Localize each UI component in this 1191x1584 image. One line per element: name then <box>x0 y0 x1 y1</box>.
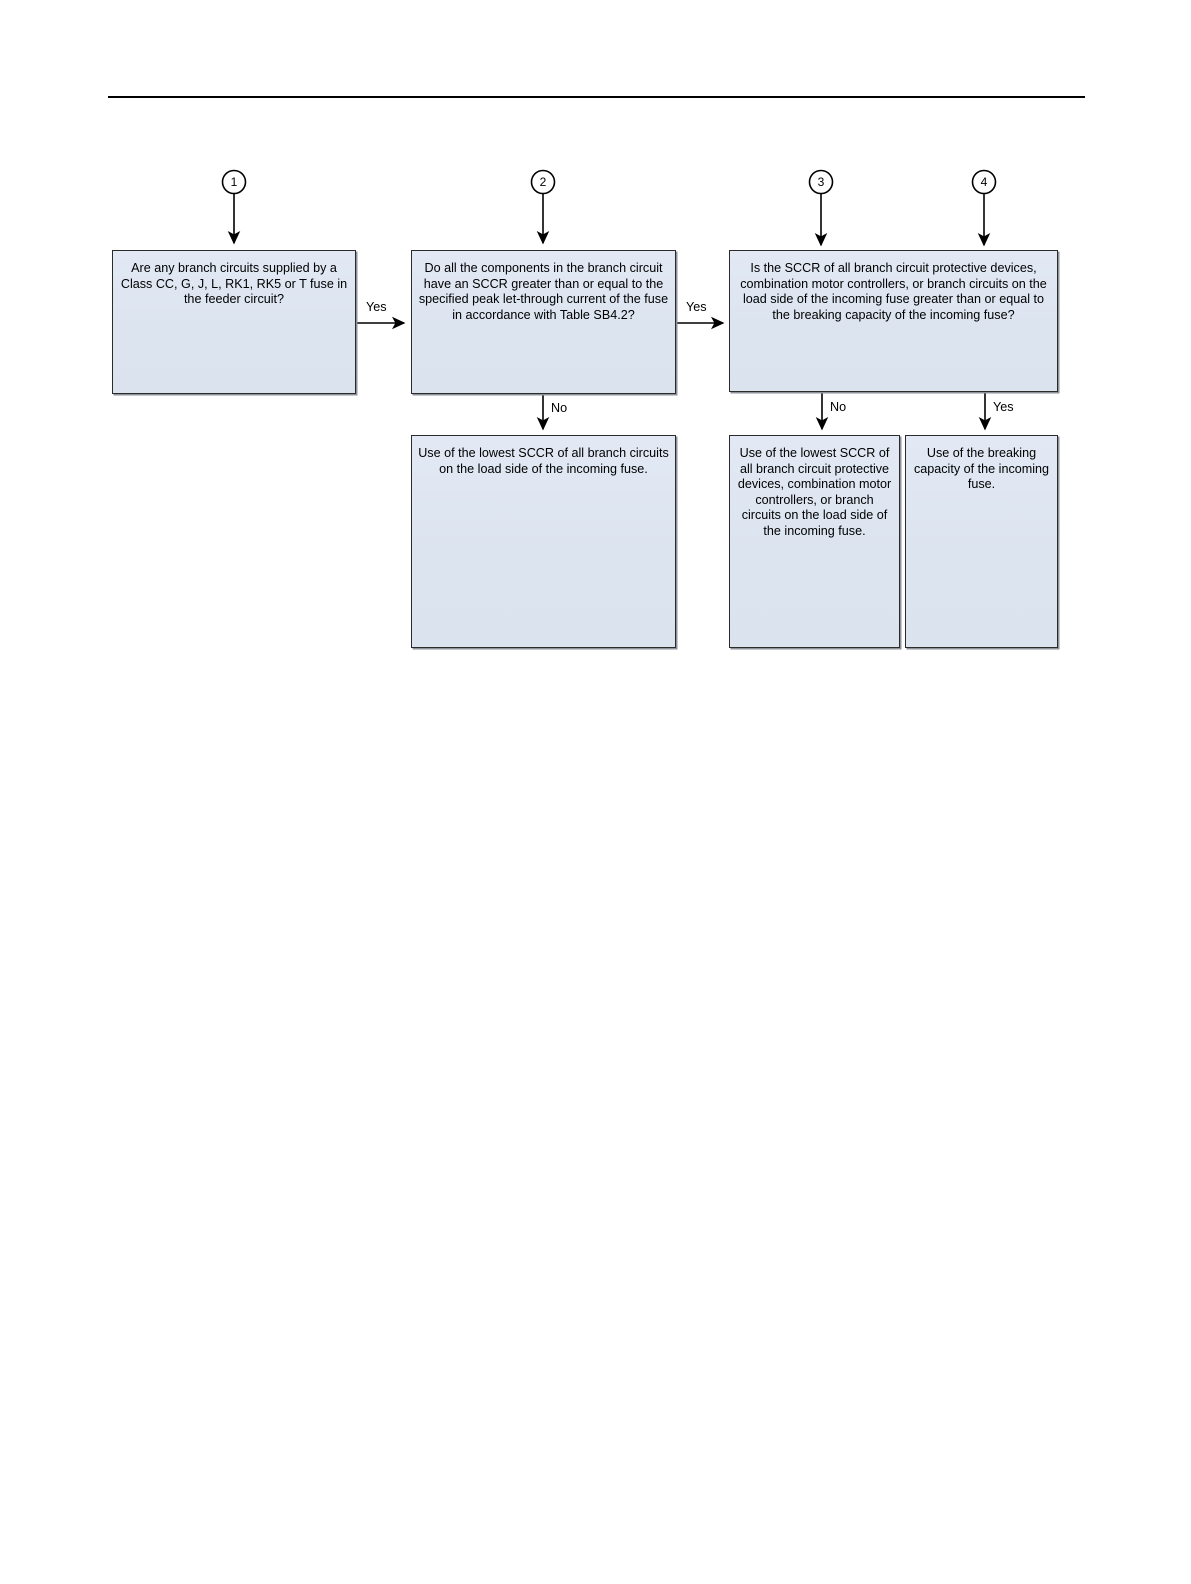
edge-label-q2-to-q3: Yes <box>686 300 707 314</box>
header-rule <box>108 96 1085 98</box>
callout-label-1: 1 <box>230 175 238 189</box>
node-question-feeder-fuse-class[interactable]: Are any branch circuits supplied by a Cl… <box>112 250 356 394</box>
edge-label-q3-to-result-devices: No <box>830 400 847 414</box>
node-question-sccr-vs-breaking-capacity[interactable]: Is the SCCR of all branch circuit protec… <box>729 250 1058 392</box>
edge-label-q1-to-q2: Yes <box>366 300 387 314</box>
node-question-component-sccr-peak-let-through[interactable]: Do all the components in the branch circ… <box>411 250 676 394</box>
node-text: Use of the lowest SCCR of all branch cir… <box>418 446 669 476</box>
callout-label-4: 4 <box>980 175 988 189</box>
node-result-lowest-sccr-protective-devices[interactable]: Use of the lowest SCCR of all branch cir… <box>729 435 900 648</box>
node-text: Is the SCCR of all branch circuit protec… <box>740 261 1047 322</box>
node-text: Do all the components in the branch circ… <box>418 261 669 322</box>
callout-label-2: 2 <box>539 175 547 189</box>
edge-label-q2-to-result-branch: No <box>551 401 568 415</box>
node-text: Use of the breaking capacity of the inco… <box>913 446 1050 492</box>
node-text: Use of the lowest SCCR of all branch cir… <box>737 446 892 538</box>
edge-label-q3-to-result-breaking: Yes <box>993 400 1014 414</box>
node-text: Are any branch circuits supplied by a Cl… <box>120 261 348 307</box>
callout-label-3: 3 <box>817 175 825 189</box>
node-result-lowest-sccr-branch-circuits[interactable]: Use of the lowest SCCR of all branch cir… <box>411 435 676 648</box>
node-result-breaking-capacity[interactable]: Use of the breaking capacity of the inco… <box>905 435 1058 648</box>
